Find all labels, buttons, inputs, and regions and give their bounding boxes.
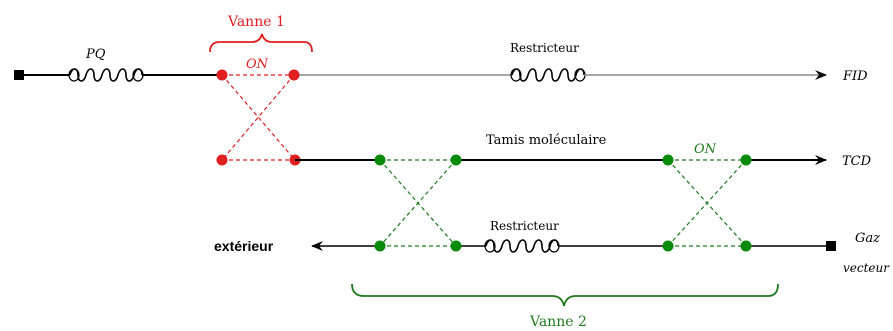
fid-label: FID (842, 69, 868, 84)
valve2-port-5 (662, 154, 674, 166)
valve2-left-cross-b (379, 159, 457, 247)
middle-line: Tamis moléculaire TCD (295, 133, 872, 169)
vecteur-label: vecteur (843, 261, 890, 275)
restricteur-bottom-label: Restricteur (490, 219, 559, 233)
valve1: Vanne 1 (209, 14, 313, 166)
valve2-right-cross-b (667, 159, 747, 247)
valve2-port-6 (740, 154, 752, 166)
on-label-right: ON (694, 142, 717, 157)
valve2-port-3 (374, 240, 386, 252)
valve2-port-1 (374, 154, 386, 166)
restricteur-top-label: Restricteur (510, 41, 579, 55)
exterieur-label: extérieur (214, 238, 274, 254)
tamis-label: Tamis moléculaire (486, 133, 607, 148)
valve1-port-tr (288, 69, 300, 81)
valve2-port-8 (740, 240, 752, 252)
valve1-port-bl (216, 154, 228, 166)
tcd-label: TCD (842, 154, 872, 169)
bottom-line: extérieur Restricteur Gaz vecteur (214, 219, 890, 275)
valve2-port-4 (450, 240, 462, 252)
square-terminal-icon (14, 70, 24, 80)
gaz-label: Gaz (855, 231, 880, 246)
valve2-port-2 (450, 154, 462, 166)
valve1-port-tl (216, 69, 228, 81)
gaz-terminal-square-icon (826, 241, 836, 251)
restricteur-bottom-coil-icon (484, 239, 560, 253)
pq-label: PQ (85, 47, 106, 62)
valve1-brace (209, 33, 313, 53)
pq-coil-icon (68, 68, 144, 82)
restricteur-top-coil-icon (510, 68, 586, 82)
valve2-port-7 (662, 240, 674, 252)
valve2-brace (351, 283, 779, 307)
valve2-label: Vanne 2 (529, 314, 587, 330)
valve1-cross-b (221, 74, 295, 161)
valve1-cross-a (221, 74, 296, 161)
valve1-label: Vanne 1 (227, 14, 285, 30)
valve2: ON Vanne 2 (351, 142, 779, 330)
on-label-top: ON (246, 57, 269, 72)
top-line: PQ ON Restricteur FID (14, 41, 868, 84)
